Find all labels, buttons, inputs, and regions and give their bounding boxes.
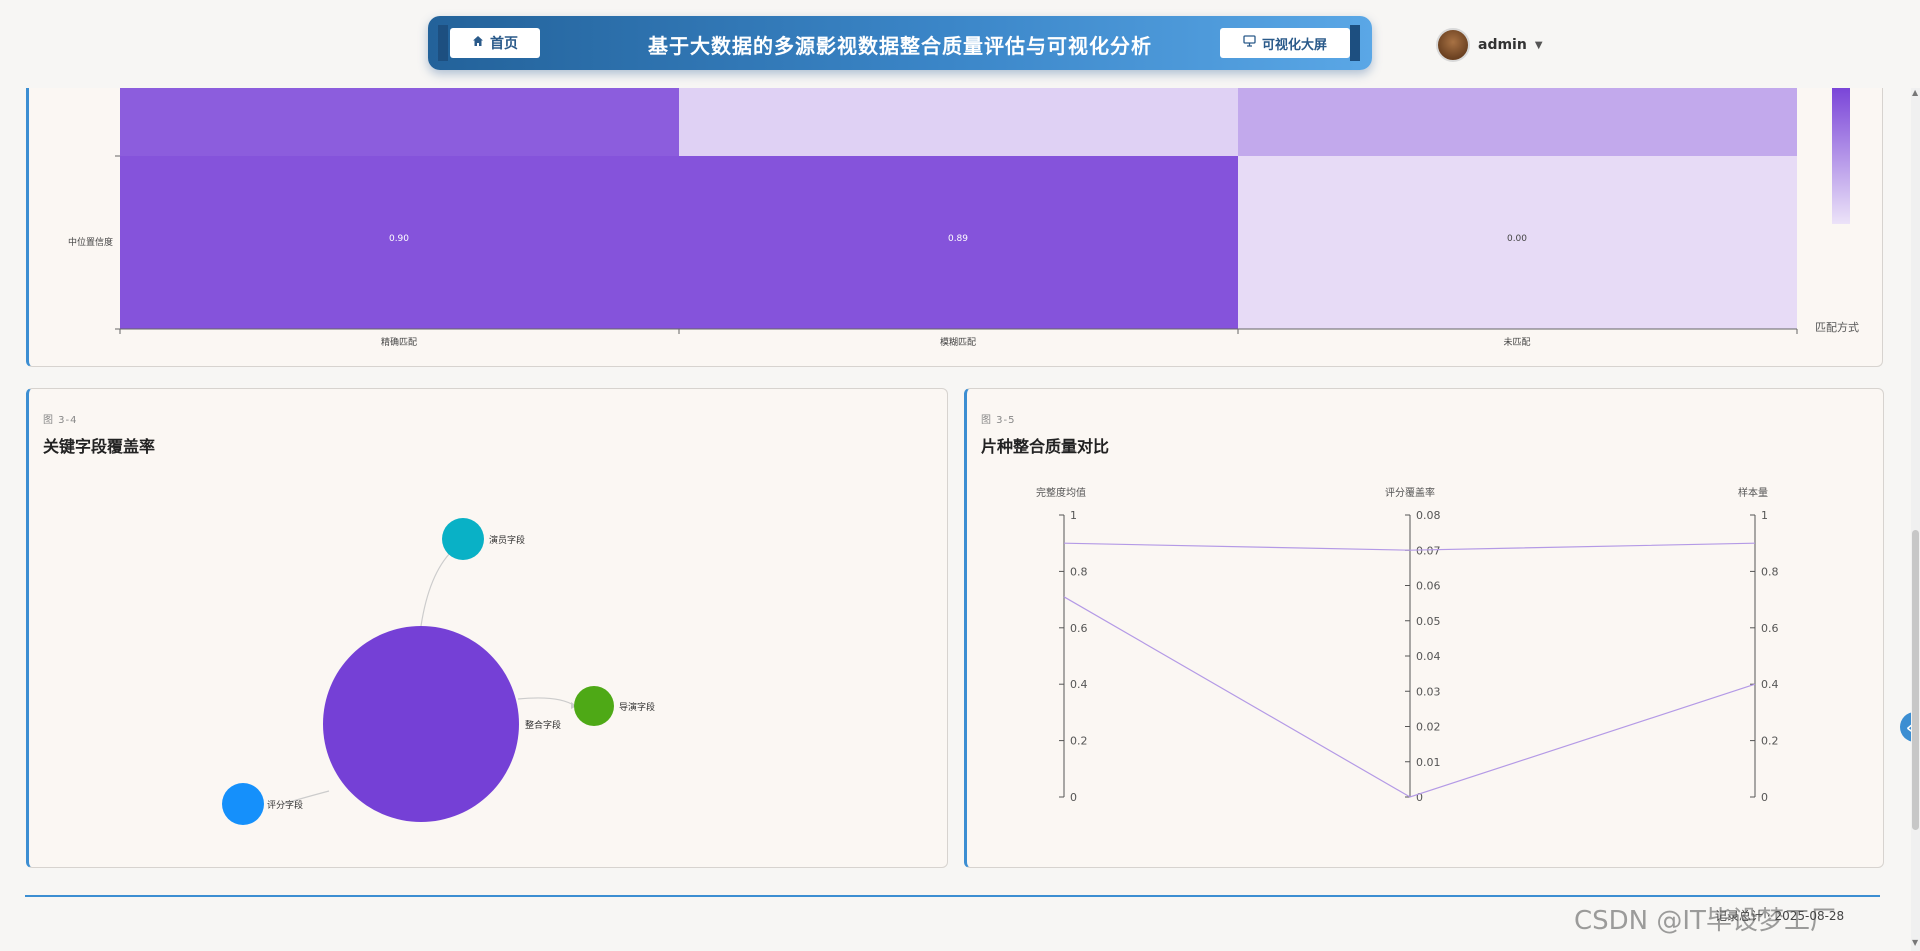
visual-map-bar[interactable] xyxy=(1832,88,1850,224)
heatmap-chart: 0.90 0.89 0.00 中位置信度 精确匹配 模糊匹配 未匹配 匹配方式 xyxy=(68,88,1859,348)
arrow-icon xyxy=(571,702,577,709)
heatmap-cell-upper-1 xyxy=(120,88,679,156)
parallel-coordinates-chart: 完整度均值 评分覆盖率 样本量 1 0.8 0.6 0.4 0.2 0 0.08 0.07 0.… xyxy=(1036,486,1779,804)
axis-tick-label: 0.08 xyxy=(1416,509,1441,522)
monitor-icon xyxy=(1243,35,1256,51)
x-tick-label: 模糊匹配 xyxy=(940,336,976,348)
axis-tick-label: 1 xyxy=(1070,509,1077,522)
chevron-left-icon: ‹ xyxy=(1906,717,1913,737)
axis-tick-label: 0.6 xyxy=(1070,622,1088,635)
axis-name: 样本量 xyxy=(1738,486,1768,499)
axis-tick-label: 0.05 xyxy=(1416,615,1441,628)
user-menu[interactable]: admin ▼ xyxy=(1436,28,1543,62)
scrollbar[interactable] xyxy=(1911,0,1920,951)
home-button[interactable]: 首页 xyxy=(450,28,540,58)
big-screen-button-label: 可视化大屏 xyxy=(1261,37,1327,53)
graph-node-label: 演员字段 xyxy=(489,534,525,546)
graph-node-label: 整合字段 xyxy=(525,719,561,731)
axis-sample-size: 样本量 xyxy=(1738,486,1768,797)
axis-tick-label: 1 xyxy=(1761,509,1768,522)
figure-number: 图 3-4 xyxy=(43,415,78,426)
axis-tick-label: 0.01 xyxy=(1416,756,1441,769)
graph-edge xyxy=(420,550,453,627)
graph-edge xyxy=(282,790,330,805)
x-tick-label: 精确匹配 xyxy=(381,336,417,348)
series-line[interactable] xyxy=(1063,596,1756,798)
username: admin xyxy=(1478,37,1527,53)
graph-node-rating[interactable] xyxy=(222,783,264,825)
axis-tick-label: 0 xyxy=(1070,791,1077,804)
series-line[interactable] xyxy=(1063,542,1756,551)
x-tick-label: 未匹配 xyxy=(1503,336,1530,348)
graph-edge xyxy=(517,697,576,707)
axis-tick-label: 0.03 xyxy=(1416,685,1441,698)
home-icon xyxy=(472,35,484,51)
figure-title: 片种整合质量对比 xyxy=(981,437,1110,456)
axis-tick-label: 0.4 xyxy=(1761,678,1779,691)
chevron-down-icon: ▼ xyxy=(1534,39,1543,51)
axis-name: 完整度均值 xyxy=(1036,486,1086,499)
heatmap-cell-upper-3 xyxy=(1238,88,1797,156)
figure-title: 关键字段覆盖率 xyxy=(43,437,156,456)
heatmap-cell xyxy=(120,156,679,329)
axis-tick-label: 0.02 xyxy=(1416,721,1441,734)
big-screen-button[interactable]: 可视化大屏 xyxy=(1220,28,1350,58)
banner-left-accent xyxy=(438,25,448,61)
graph-node-actor[interactable] xyxy=(442,518,484,560)
header-banner: 首页 基于大数据的多源影视数据整合质量评估与可视化分析 可视化大屏 xyxy=(428,16,1372,70)
heatmap-row-label: 中位置信度 xyxy=(68,236,113,248)
axis-tick-label: 0.4 xyxy=(1070,678,1088,691)
top-bar: 首页 基于大数据的多源影视数据整合质量评估与可视化分析 可视化大屏 admin … xyxy=(0,0,1920,88)
graph-node-label: 评分字段 xyxy=(267,799,303,811)
scroll-up-arrow-icon[interactable]: ▲ xyxy=(1912,88,1919,97)
axis-rating-coverage: 评分覆盖率 xyxy=(1385,486,1435,797)
axis-completeness: 完整度均值 xyxy=(1036,486,1086,797)
footer-divider xyxy=(25,895,1880,897)
graph-node-label: 导演字段 xyxy=(619,701,655,713)
graph-node-integrated[interactable] xyxy=(323,626,519,822)
heatmap-value-label: 0.00 xyxy=(1507,234,1527,244)
axis-tick-label: 0 xyxy=(1761,791,1768,804)
home-button-label: 首页 xyxy=(490,36,518,52)
figure-number: 图 3-5 xyxy=(981,415,1016,426)
field-coverage-graph: 整合字段 演员字段 导演字段 评分字段 xyxy=(222,518,655,825)
scroll-down-arrow-icon[interactable]: ▼ xyxy=(1912,938,1919,947)
axis-tick-label: 0.06 xyxy=(1416,580,1441,593)
avatar xyxy=(1436,28,1470,62)
footer-text: 记录总计 · 2025-08-28 xyxy=(1715,909,1845,923)
axis-tick-label: 0.6 xyxy=(1761,622,1779,635)
heatmap-value-label: 0.90 xyxy=(389,234,409,244)
watermark: CSDN @IT毕设梦工厂 xyxy=(1574,906,1836,936)
banner-right-accent xyxy=(1350,25,1360,61)
axis-tick-label: 0 xyxy=(1416,791,1423,804)
figure-3-4-panel: 图 3-4 关键字段覆盖率 整合字段 演员字段 导演字段 评分字段 xyxy=(26,388,948,868)
heatmap-cell xyxy=(679,156,1238,329)
heatmap-cell xyxy=(1238,156,1797,329)
graph-node-director[interactable] xyxy=(574,686,614,726)
heatmap-row-median: 0.90 0.89 0.00 xyxy=(120,156,1797,329)
axis-tick-label: 0.8 xyxy=(1761,565,1779,578)
axis-tick-label: 0.2 xyxy=(1070,735,1088,748)
axis-tick-label: 0.8 xyxy=(1070,565,1088,578)
page-title: 基于大数据的多源影视数据整合质量评估与可视化分析 xyxy=(648,34,1152,58)
heatmap-value-label: 0.89 xyxy=(948,234,968,244)
axis-tick-label: 0.2 xyxy=(1761,735,1779,748)
heatmap-panel: 0.90 0.89 0.00 中位置信度 精确匹配 模糊匹配 未匹配 匹配方式 xyxy=(26,60,1883,367)
axis-tick-label: 0.07 xyxy=(1416,544,1441,557)
figure-3-5-panel: 图 3-5 片种整合质量对比 完整度均值 评分覆盖率 样本量 1 0.8 0.6 0.… xyxy=(964,388,1884,868)
heatmap-cell-upper-2 xyxy=(679,88,1238,156)
x-axis-name: 匹配方式 xyxy=(1815,320,1859,334)
scrollbar-thumb[interactable] xyxy=(1912,530,1919,830)
heatmap-row-upper xyxy=(120,88,1797,156)
axis-name: 评分覆盖率 xyxy=(1385,486,1435,499)
axis-tick-label: 0.04 xyxy=(1416,650,1441,663)
